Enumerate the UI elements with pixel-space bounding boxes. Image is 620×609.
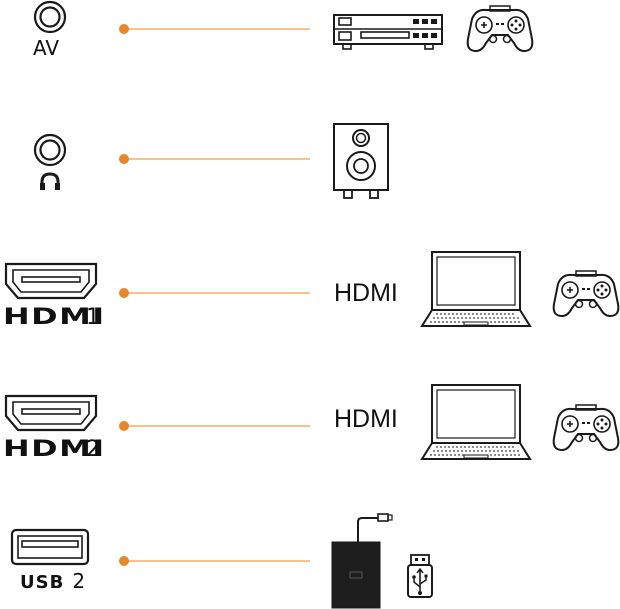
laptop-icon [420,384,532,460]
hdmi-brand-logo: HDMI [3,305,106,330]
dvd-player-icon [333,14,443,50]
hdmi-cable-label: HDMI [334,405,398,433]
headphone-connector-line [119,154,310,164]
usb-flash-drive-icon [407,554,433,598]
speaker-icon [333,123,389,199]
usb-2-port-label: USB 2 [20,569,85,593]
usb-connector-line [119,556,310,566]
hdmi-brand-logo: HDMI [3,437,106,462]
hdmi-1-connector-line [119,288,310,298]
av-jack-icon [33,0,67,34]
row-av: AV [0,0,620,70]
hdmi-2-connector-line [119,421,310,431]
hdmi-port-number: 2 [86,437,100,462]
gamepad-icon [552,270,620,318]
usb-port-number: 2 [72,569,86,593]
hdmi-port-icon [4,262,98,300]
usb-port-icon [10,528,90,566]
av-connector-line [119,24,310,34]
av-port-label: AV [33,36,60,60]
row-usb-2: USB 2 [0,505,620,609]
headphone-symbol-icon [40,172,60,190]
hdmi-port-icon [4,394,98,432]
hdmi-cable-label: HDMI [334,279,398,307]
usb-brand-label: USB [20,572,65,593]
row-headphone [0,120,620,210]
hdmi-port-number: 1 [86,305,100,330]
laptop-icon [420,251,532,327]
gamepad-icon [552,404,620,452]
gamepad-icon [466,5,534,53]
external-hard-drive-icon [331,513,393,609]
headphone-jack-icon [33,133,67,167]
